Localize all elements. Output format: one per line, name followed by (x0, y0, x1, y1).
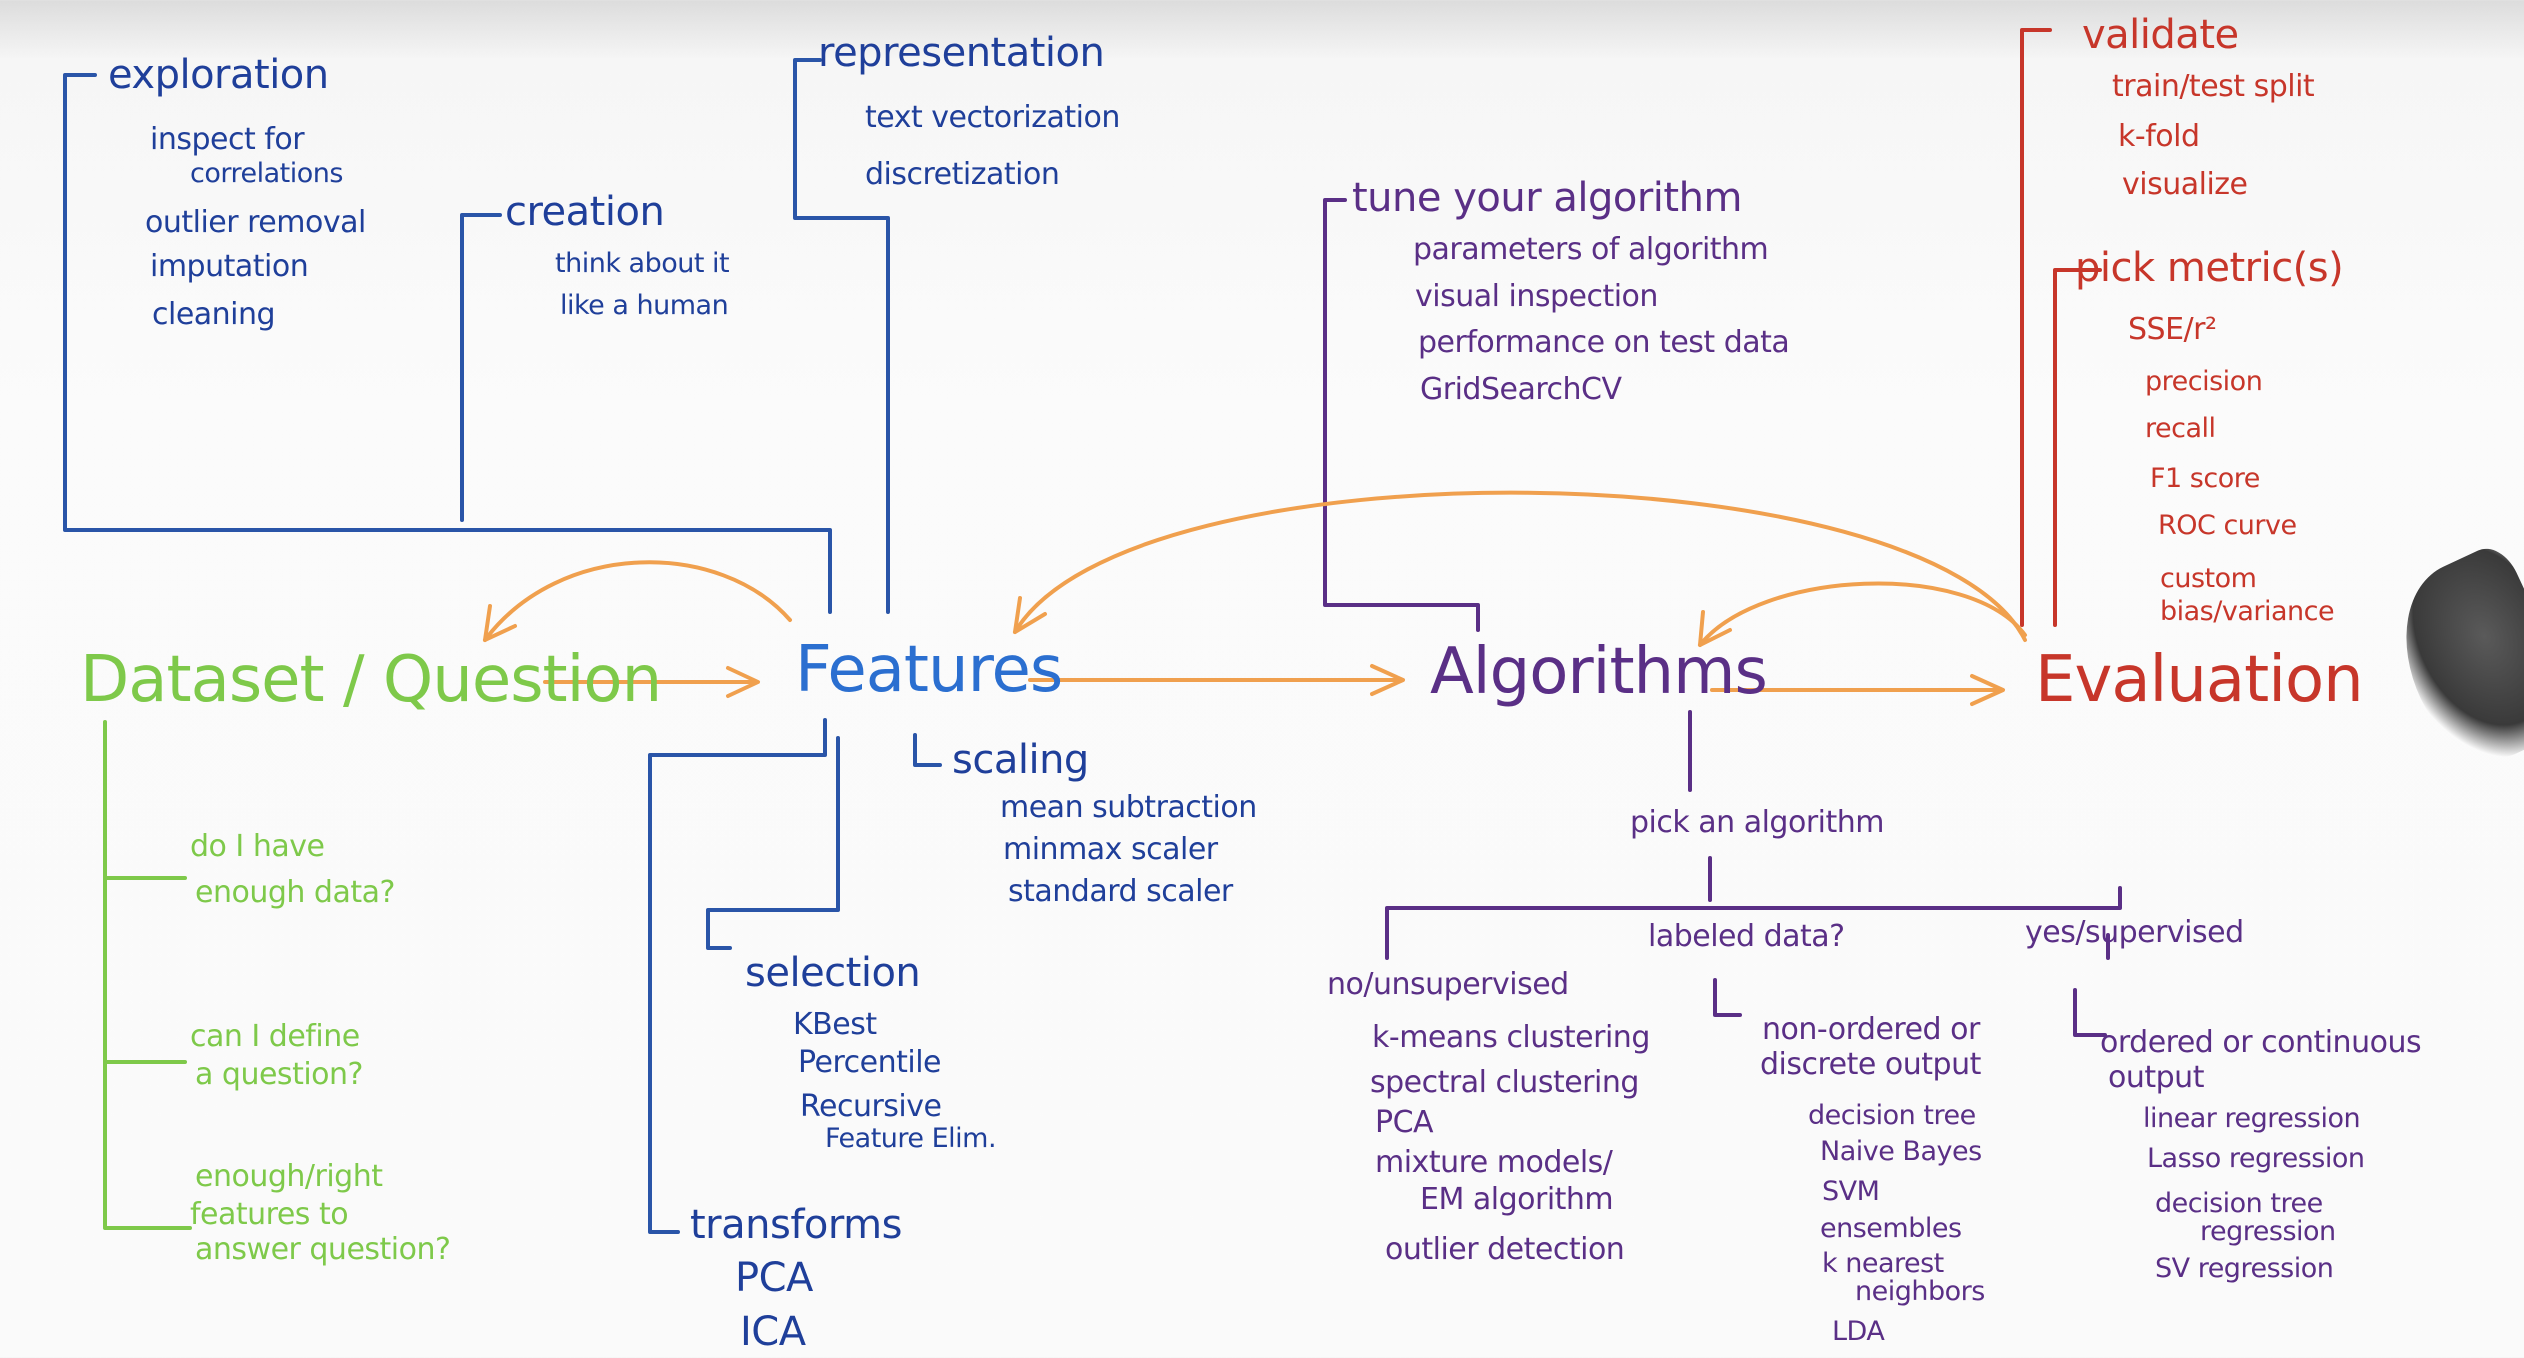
discrete-item: neighbors (1855, 1276, 1985, 1307)
validate-title: validate (2082, 12, 2239, 58)
node-features: Features (795, 633, 1063, 707)
transforms-item: ICA (740, 1309, 806, 1355)
tune-item: parameters of algorithm (1413, 232, 1769, 267)
exploration-item: outlier removal (145, 205, 366, 240)
continuous-item: decision tree (2155, 1188, 2323, 1219)
metrics-title: pick metric(s) (2075, 245, 2344, 291)
selection-title: selection (745, 950, 921, 996)
scaling-item: minmax scaler (1003, 832, 1218, 867)
exploration-item: inspect for (150, 122, 305, 157)
selection-item: Percentile (798, 1045, 942, 1080)
exploration-item: imputation (150, 249, 309, 284)
creation-item: like a human (560, 290, 729, 321)
metric-item: recall (2145, 413, 2216, 444)
pick-title: pick an algorithm (1630, 805, 1885, 840)
continuous-item: SV regression (2155, 1253, 2334, 1284)
scaling-item: mean subtraction (1000, 790, 1257, 825)
discrete-item: k nearest (1822, 1248, 1944, 1279)
creation-item: think about it (555, 248, 730, 279)
selection-item: KBest (793, 1007, 877, 1042)
metric-item: ROC curve (2158, 510, 2297, 541)
continuous-output-title: output (2108, 1060, 2204, 1095)
metric-item: F1 score (2150, 463, 2260, 494)
scaling-item: standard scaler (1008, 874, 1233, 909)
representation-item: text vectorization (865, 100, 1120, 135)
unsupervised-item: EM algorithm (1420, 1182, 1614, 1217)
discrete-item: decision tree (1808, 1100, 1976, 1131)
dataset-question-item: answer question? (195, 1232, 451, 1267)
dataset-question-item: can I define (190, 1019, 360, 1054)
dataset-question-item: a question? (195, 1057, 363, 1092)
tune-title: tune your algorithm (1352, 175, 1742, 221)
discrete-item: Naive Bayes (1820, 1136, 1982, 1167)
selection-item: Feature Elim. (825, 1123, 997, 1154)
discrete-output-title: discrete output (1760, 1047, 1981, 1082)
metric-item: bias/variance (2160, 596, 2335, 627)
exploration-item: cleaning (152, 297, 276, 332)
selection-item: Recursive (800, 1089, 942, 1124)
dataset-question-item: enough/right (195, 1159, 383, 1194)
exploration-title: exploration (108, 52, 329, 98)
unsupervised-item: k-means clustering (1372, 1020, 1650, 1055)
discrete-item: LDA (1832, 1316, 1885, 1347)
unsupervised-item: outlier detection (1385, 1232, 1625, 1267)
representation-title: representation (818, 30, 1105, 76)
unsupervised-label: no/unsupervised (1327, 967, 1569, 1002)
node-evaluation: Evaluation (2035, 643, 2364, 717)
metric-item: custom (2160, 563, 2257, 594)
continuous-item: linear regression (2143, 1103, 2361, 1134)
unsupervised-item: spectral clustering (1370, 1065, 1639, 1100)
node-dataset-question: Dataset / Question (80, 643, 662, 717)
continuous-item: Lasso regression (2147, 1143, 2365, 1174)
continuous-item: regression (2200, 1216, 2336, 1247)
unsupervised-item: PCA (1375, 1105, 1434, 1140)
dataset-question-item: do I have (190, 829, 325, 864)
scaling-title: scaling (952, 737, 1089, 783)
supervised-label: yes/supervised (2025, 915, 2244, 950)
dataset-question-item: enough data? (195, 875, 395, 910)
discrete-item: ensembles (1820, 1213, 1962, 1244)
validate-item: train/test split (2112, 69, 2315, 104)
tune-item: performance on test data (1418, 325, 1790, 360)
validate-item: visualize (2122, 167, 2248, 202)
discrete-item: SVM (1822, 1176, 1880, 1207)
continuous-output-title: ordered or continuous (2100, 1025, 2422, 1060)
metric-item: SSE/r² (2128, 312, 2217, 347)
node-algorithms: Algorithms (1430, 635, 1768, 709)
creation-title: creation (505, 189, 665, 235)
unsupervised-item: mixture models/ (1375, 1145, 1613, 1180)
transforms-title: transforms (690, 1202, 902, 1248)
tune-item: GridSearchCV (1420, 372, 1622, 407)
discrete-output-title: non-ordered or (1762, 1012, 1980, 1047)
tune-item: visual inspection (1415, 279, 1658, 314)
dataset-question-item: features to (190, 1197, 349, 1232)
exploration-item: correlations (190, 158, 343, 189)
metric-item: precision (2145, 366, 2263, 397)
transforms-item: PCA (735, 1255, 813, 1301)
validate-item: k-fold (2118, 119, 2200, 154)
labeled-data-label: labeled data? (1648, 919, 1845, 954)
representation-item: discretization (865, 157, 1060, 192)
